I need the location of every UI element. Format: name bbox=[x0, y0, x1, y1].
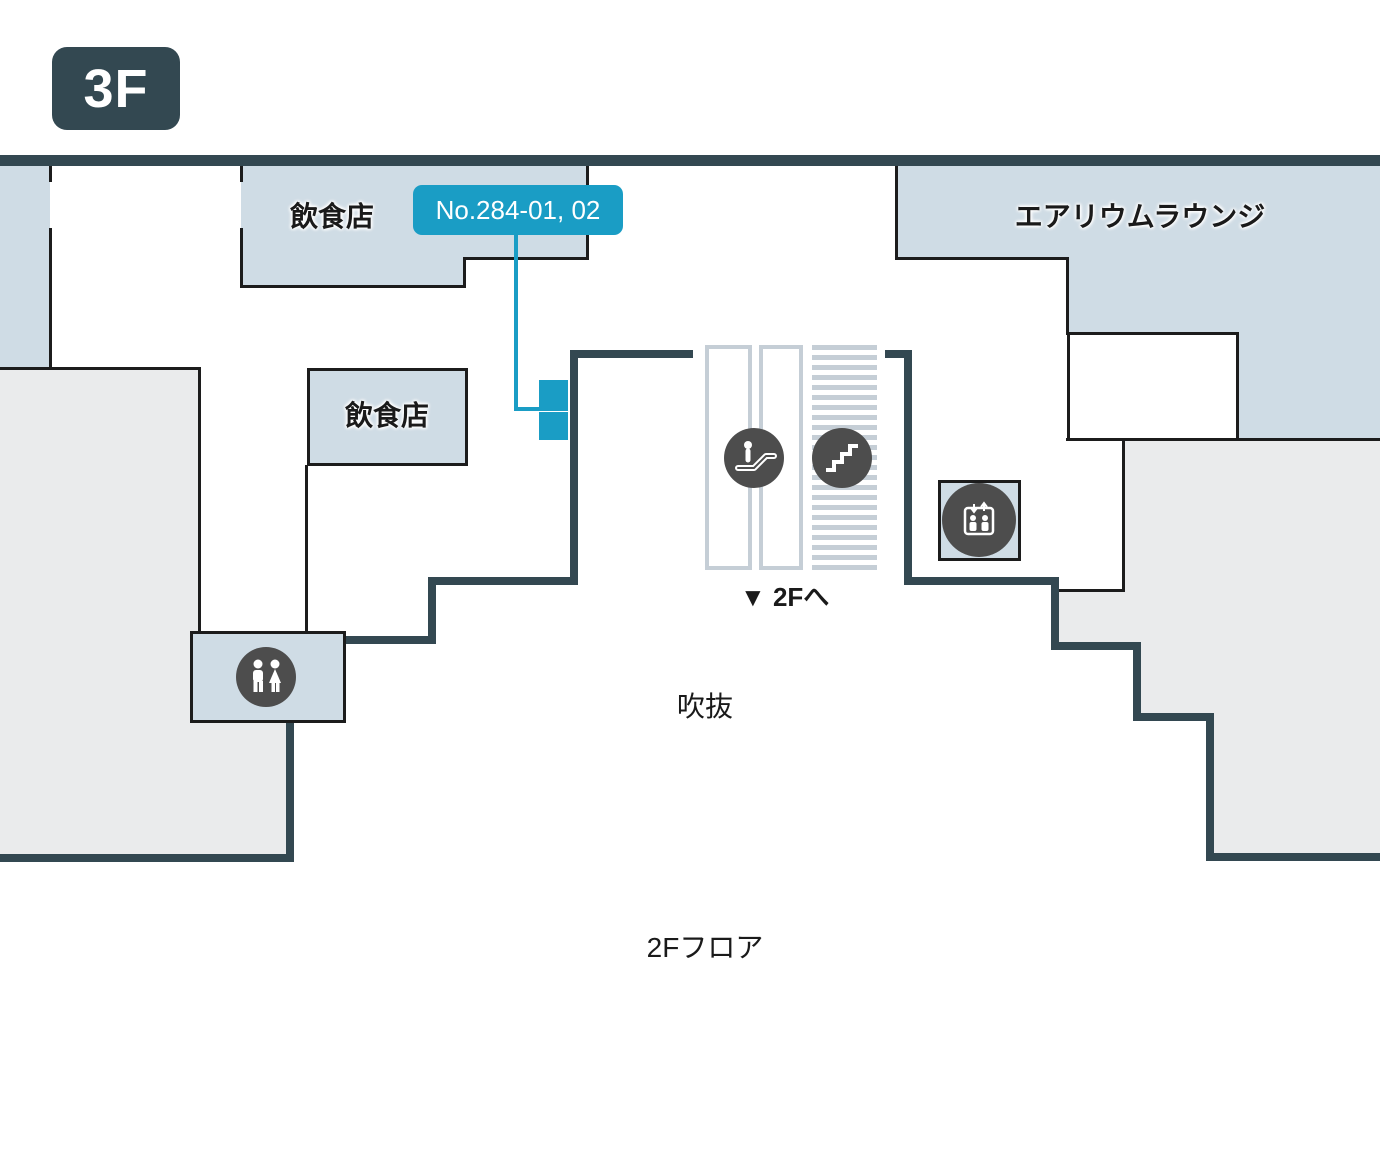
restaurant-top-room-lower bbox=[241, 259, 465, 287]
aerium-lounge-room-upper bbox=[896, 166, 1380, 258]
wall-line bbox=[1066, 257, 1069, 335]
wall-line bbox=[463, 257, 589, 260]
wall-line bbox=[895, 166, 898, 260]
floor-2f-label: 2Fフロア bbox=[646, 932, 764, 963]
corridor-wall bbox=[885, 350, 912, 358]
corridor-wall bbox=[904, 350, 912, 585]
wall-line bbox=[240, 166, 243, 182]
step-wall bbox=[1133, 713, 1214, 721]
restroom-icon bbox=[236, 647, 296, 707]
step-wall bbox=[286, 722, 294, 862]
corridor-wall bbox=[904, 577, 1059, 585]
elevator-icon bbox=[942, 483, 1016, 557]
wall-line bbox=[305, 465, 308, 633]
callout-line-vertical bbox=[514, 235, 518, 411]
restaurant-mid-label: 飲食店 bbox=[344, 400, 429, 431]
corridor-wall bbox=[428, 577, 578, 585]
wall-line bbox=[1122, 441, 1125, 592]
escalator-icon bbox=[724, 428, 784, 488]
stairs-icon bbox=[812, 428, 872, 488]
restaurant-top-label: 飲食店 bbox=[289, 201, 374, 232]
step-wall bbox=[1051, 642, 1141, 650]
step-wall bbox=[1051, 577, 1059, 650]
left-strip-room bbox=[0, 166, 50, 367]
ad-location-box-2 bbox=[539, 412, 568, 440]
wall-line bbox=[240, 228, 243, 288]
ad-location-box-1 bbox=[539, 380, 568, 408]
callout-label[interactable]: No.284-01, 02 bbox=[413, 185, 623, 235]
atrium-label: 吹抜 bbox=[676, 691, 733, 722]
restaurant-mid-room bbox=[307, 368, 468, 466]
wall-line bbox=[198, 367, 201, 633]
wall-line bbox=[49, 228, 52, 368]
corridor-wall bbox=[345, 636, 436, 644]
corridor-wall bbox=[428, 577, 436, 644]
step-wall bbox=[1206, 713, 1214, 861]
wall-line bbox=[0, 367, 201, 370]
lounge-notch bbox=[1067, 332, 1239, 441]
to-2f-label: ▼ 2Fへ bbox=[740, 582, 830, 612]
wall-line bbox=[895, 257, 1069, 260]
step-wall bbox=[1206, 853, 1380, 861]
floor-badge: 3F bbox=[52, 47, 180, 130]
corridor-wall bbox=[570, 350, 578, 585]
left-gray-area bbox=[0, 368, 290, 858]
aerium-lounge-label: エアリウムラウンジ bbox=[1014, 201, 1266, 232]
wall-line bbox=[1056, 589, 1125, 592]
step-wall bbox=[1133, 642, 1141, 721]
wall-line bbox=[49, 162, 52, 182]
wall-line bbox=[463, 259, 466, 288]
wall-line bbox=[240, 285, 466, 288]
callout-line-horizontal bbox=[514, 407, 568, 411]
corridor-wall bbox=[570, 350, 693, 358]
step-wall bbox=[0, 854, 294, 862]
outer-wall-top bbox=[0, 155, 1380, 166]
